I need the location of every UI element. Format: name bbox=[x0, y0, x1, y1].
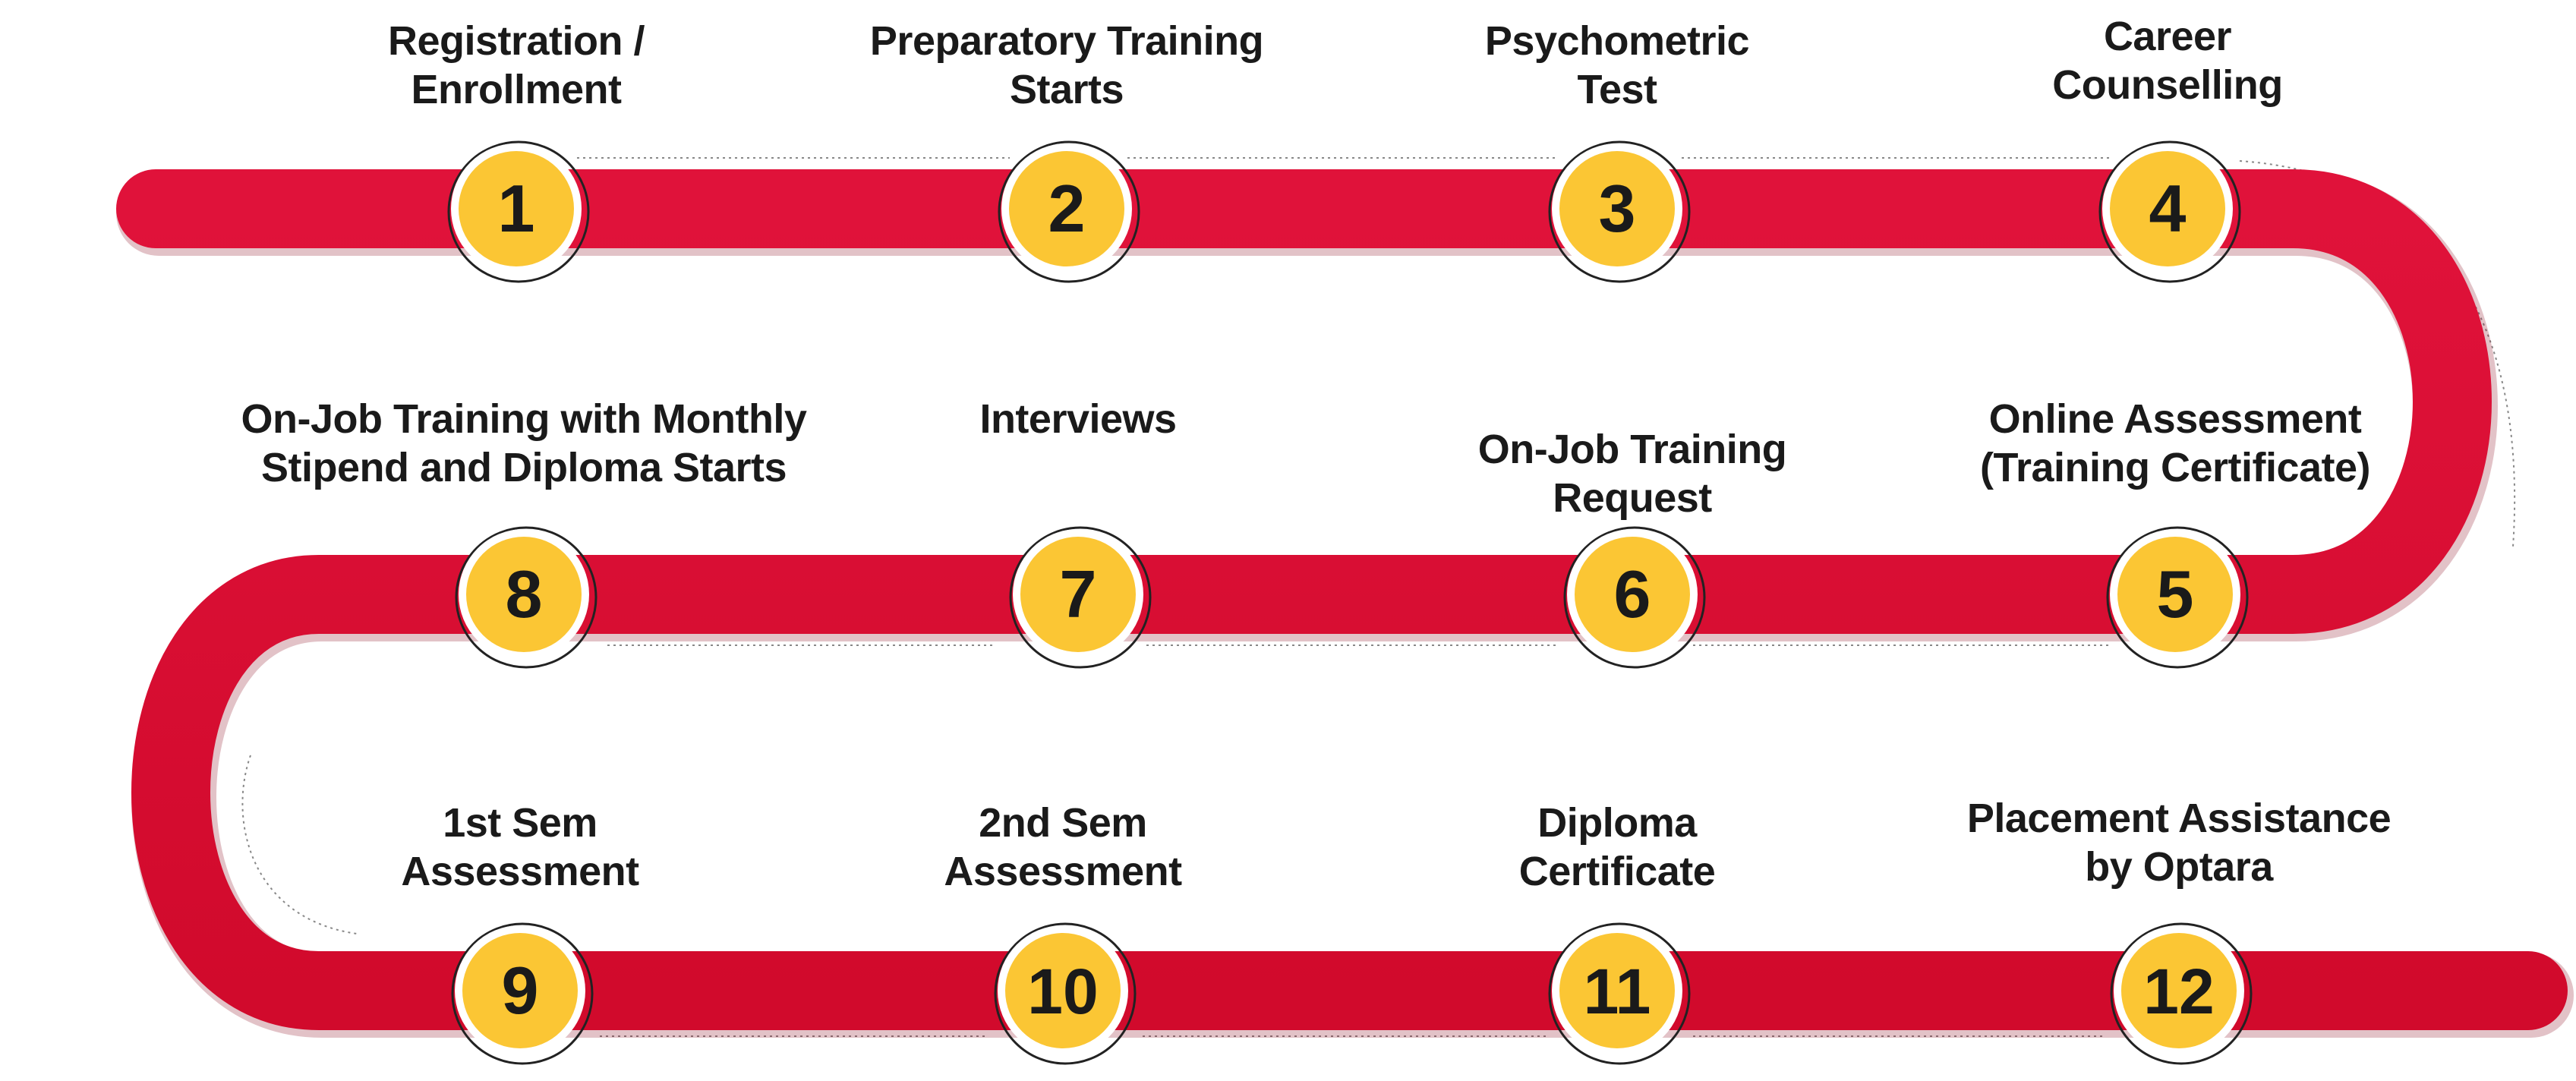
step-label-line: Online Assessment bbox=[1988, 396, 2362, 442]
badge-circle-step-4 bbox=[2110, 151, 2225, 266]
step-label-line: Preparatory Training bbox=[869, 18, 1264, 64]
badge-circle-step-11 bbox=[1559, 933, 1675, 1048]
step-number-5: 5 bbox=[2157, 556, 2194, 632]
step-label-line: Stipend and Diploma Starts bbox=[260, 445, 787, 490]
step-label-line: Assessment bbox=[401, 849, 639, 894]
step-label-line: 1st Sem bbox=[443, 800, 597, 846]
badge-outer-ring bbox=[451, 922, 594, 1065]
step-label-line: (Training Certificate) bbox=[1979, 445, 2371, 490]
step-label-line: Diploma bbox=[1537, 800, 1697, 846]
step-label-line: On-Job Training with Monthly bbox=[241, 396, 807, 442]
badge-outer-ring bbox=[447, 140, 590, 283]
step-label-line: Registration / bbox=[387, 18, 645, 64]
step-label-line: Psychometric bbox=[1484, 18, 1750, 64]
badge-circle-step-3 bbox=[1559, 151, 1675, 266]
step-label-line: Placement Assistance bbox=[1966, 796, 2392, 841]
badge-circle-step-6 bbox=[1575, 537, 1690, 652]
badge-circle-step-5 bbox=[2117, 537, 2233, 652]
step-number-12: 12 bbox=[2143, 956, 2214, 1027]
step-label-line: by Optara bbox=[2085, 844, 2273, 890]
badge-outer-ring bbox=[2098, 140, 2241, 283]
dotted-guide-line bbox=[241, 755, 358, 934]
badge-circle-step-1 bbox=[459, 151, 574, 266]
step-number-1: 1 bbox=[498, 171, 535, 246]
step-label-line: Test bbox=[1577, 67, 1657, 112]
badge-outer-ring bbox=[455, 526, 597, 669]
step-label-line: Starts bbox=[1009, 67, 1124, 112]
step-number-2: 2 bbox=[1048, 171, 1086, 246]
step-number-11: 11 bbox=[1584, 956, 1651, 1027]
step-label-line: Career bbox=[2103, 14, 2232, 59]
step-label-line: Certificate bbox=[1518, 849, 1716, 894]
step-label-line: Interviews bbox=[979, 396, 1177, 442]
badge-circle-step-12 bbox=[2121, 933, 2237, 1048]
badge-circle-step-10 bbox=[1005, 933, 1121, 1048]
badge-outer-ring bbox=[1548, 140, 1691, 283]
step-number-8: 8 bbox=[506, 556, 543, 632]
red-road-path bbox=[116, 169, 2568, 1030]
badge-outer-ring bbox=[1009, 526, 1152, 669]
badge-outer-ring bbox=[1563, 526, 1706, 669]
step-label-line: Assessment bbox=[944, 849, 1182, 894]
badge-outer-ring bbox=[2110, 922, 2253, 1065]
step-number-9: 9 bbox=[502, 953, 539, 1028]
badge-outer-ring bbox=[2106, 526, 2249, 669]
badge-circle-step-8 bbox=[466, 537, 582, 652]
badge-outer-ring bbox=[998, 140, 1140, 283]
step-number-4: 4 bbox=[2149, 171, 2187, 246]
step-number-10: 10 bbox=[1027, 956, 1098, 1027]
step-label-1: Registration /Enrollment bbox=[388, 17, 645, 114]
step-label-5: Online Assessment(Training Certificate) bbox=[1979, 395, 2371, 492]
badge-circle-step-2 bbox=[1009, 151, 1124, 266]
badge-circle-step-9 bbox=[462, 933, 578, 1048]
step-label-line: Request bbox=[1553, 475, 1712, 521]
badge-outer-ring bbox=[1548, 922, 1691, 1065]
badge-outer-ring bbox=[994, 922, 1137, 1065]
step-number-3: 3 bbox=[1599, 171, 1636, 246]
step-number-6: 6 bbox=[1614, 556, 1651, 632]
step-label-line: 2nd Sem bbox=[979, 800, 1147, 846]
step-number-7: 7 bbox=[1060, 556, 1097, 632]
badge-circle-step-7 bbox=[1020, 537, 1136, 652]
step-label-line: Counselling bbox=[2052, 62, 2283, 108]
step-label-7: Interviews bbox=[979, 395, 1177, 443]
step-label-line: On-Job Training bbox=[1477, 427, 1787, 472]
step-label-line: Enrollment bbox=[411, 67, 622, 112]
